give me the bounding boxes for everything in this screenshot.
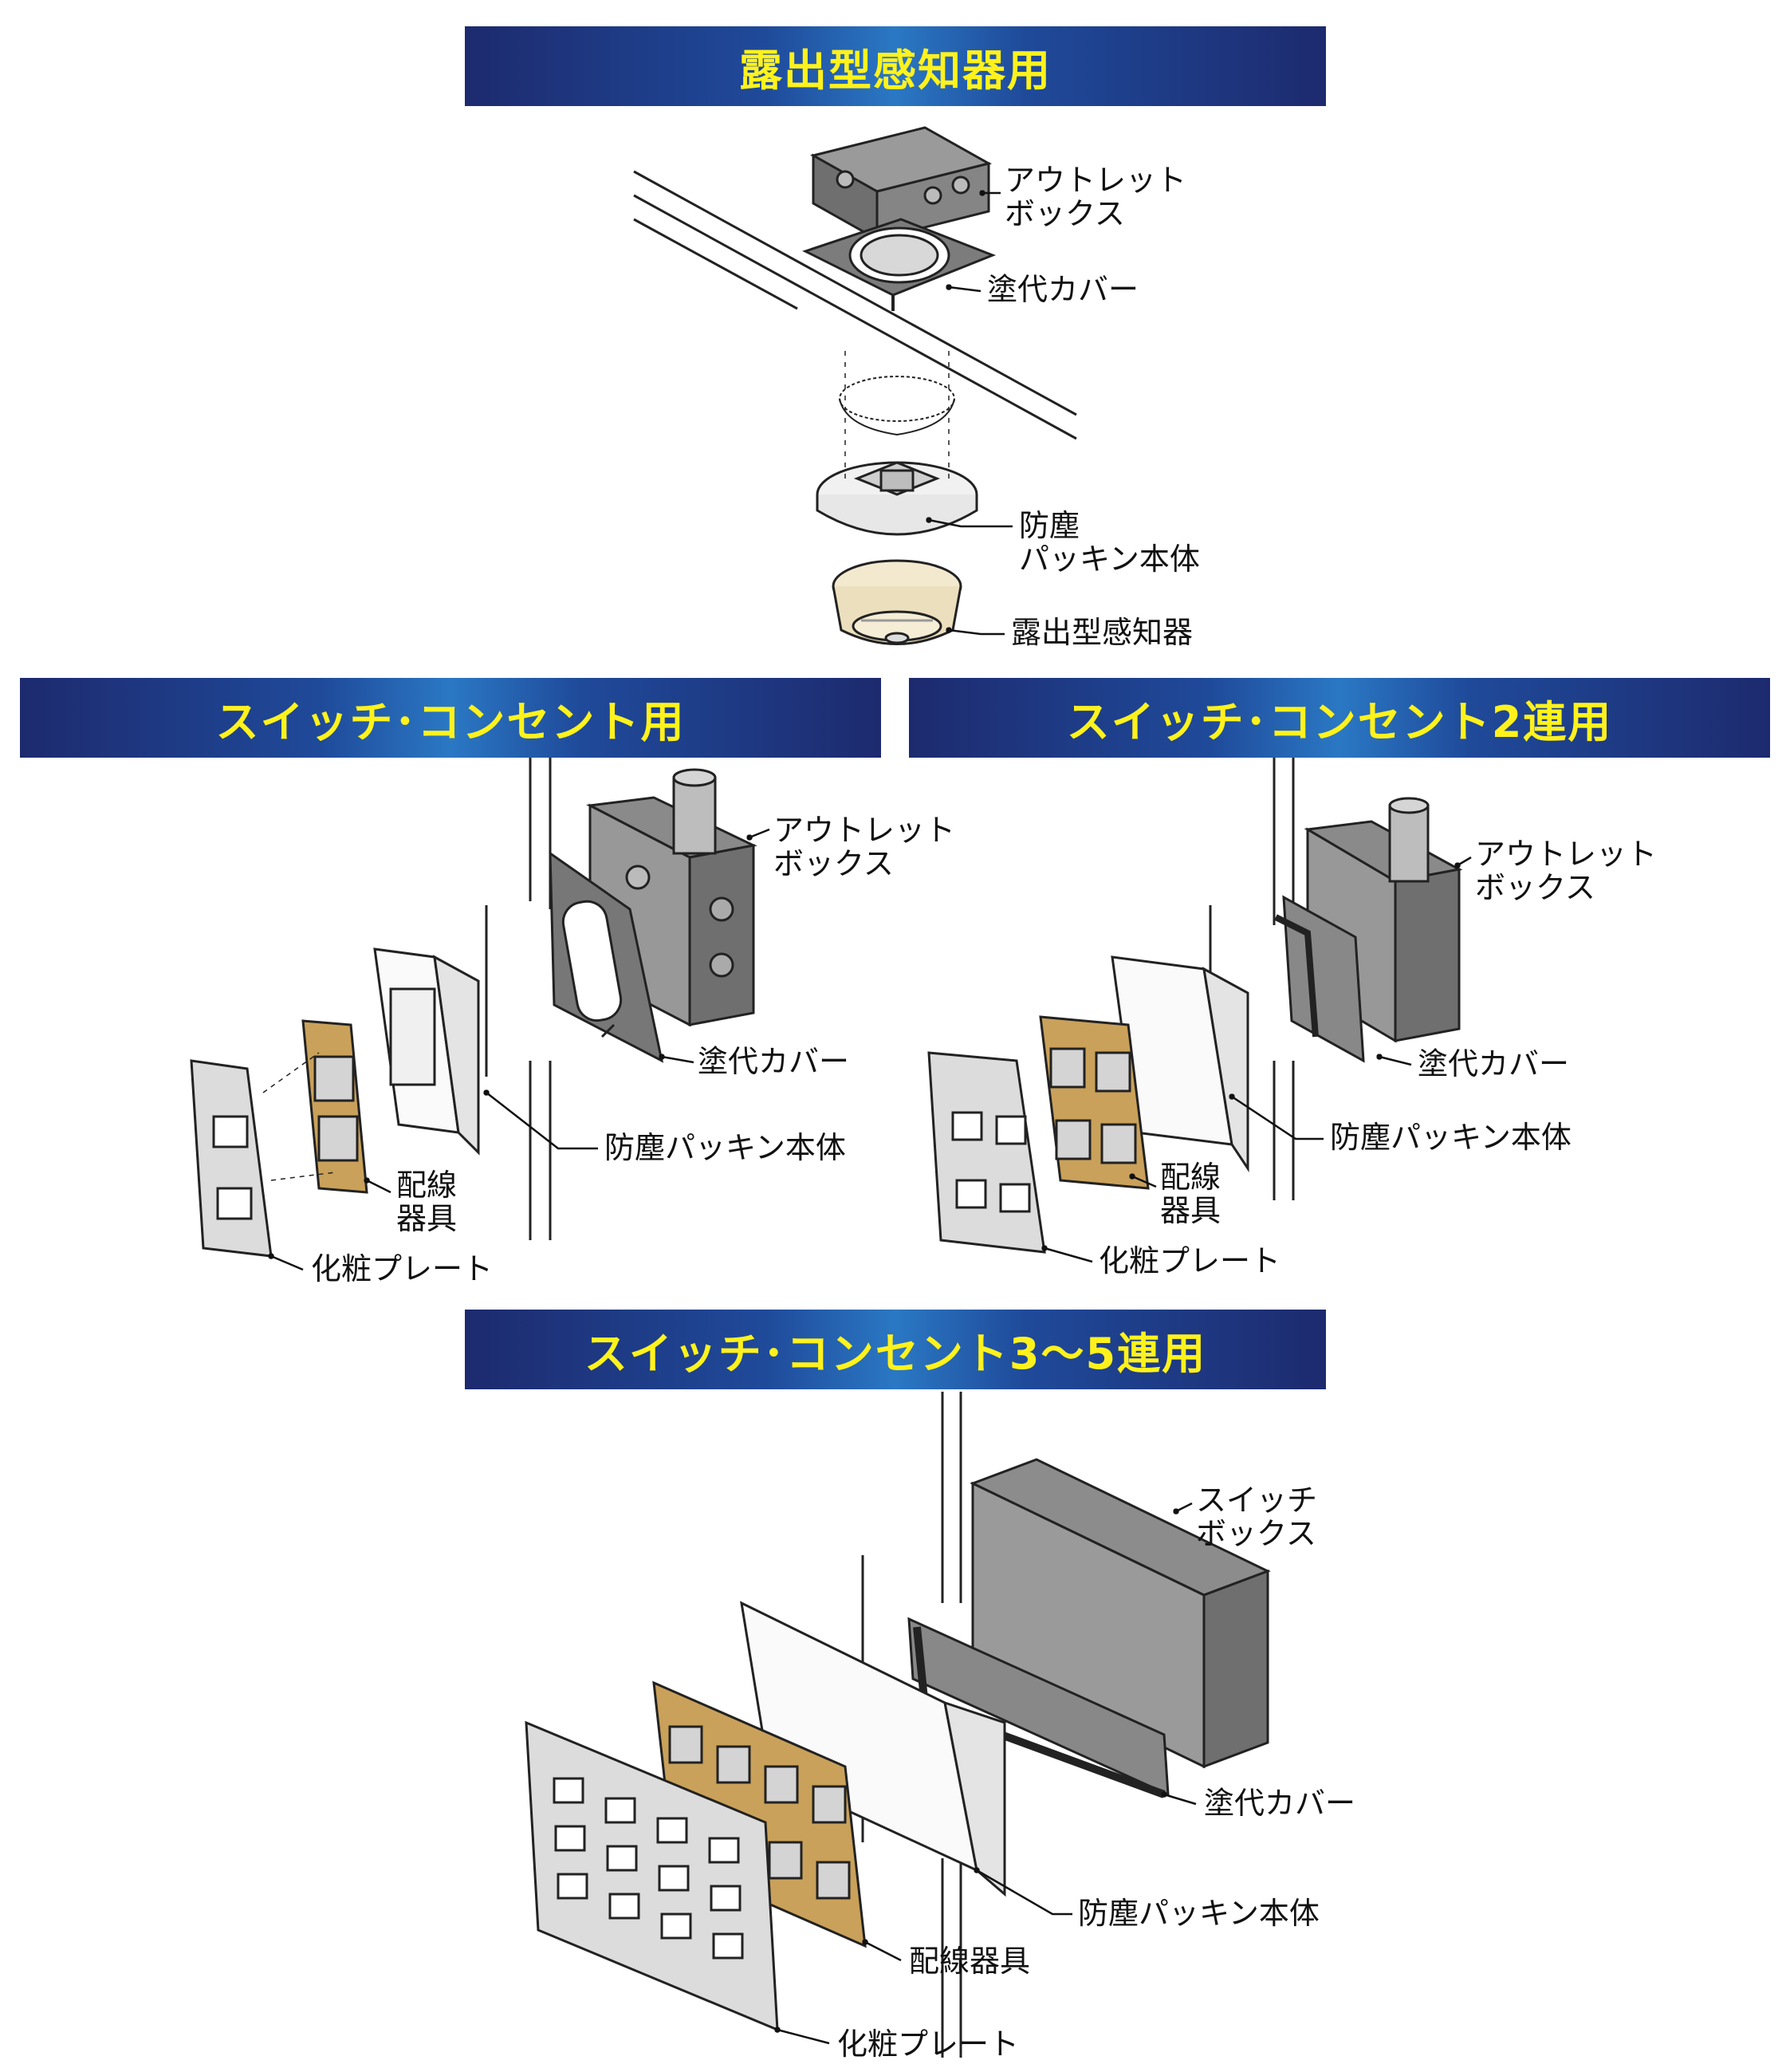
label-packing: 防塵 パッキン本体	[1019, 508, 1200, 577]
cosmetic-plate-large	[525, 1720, 779, 2032]
exposed-sensor-diagram	[633, 126, 1077, 645]
switch-outlet-2gang-diagram	[927, 758, 1463, 1254]
packing-2gang	[1111, 955, 1249, 1172]
label-plate: 化粧プレート	[1099, 1243, 1281, 1278]
label-cover: 塗代カバー	[1204, 1786, 1356, 1821]
banner-switch-outlet-2gang: スイッチ･コンセント2連用	[909, 678, 1770, 758]
banner-title: スイッチ･コンセント用	[215, 696, 686, 747]
label-packing: 防塵パッキン本体	[604, 1130, 846, 1165]
label-outlet-box: アウトレット ボックス	[1005, 163, 1187, 231]
switch-outlet-diagram	[190, 758, 757, 1258]
banner-switch-outlet: スイッチ･コンセント用	[20, 678, 881, 758]
label-wiring: 配線 器具	[1160, 1160, 1221, 1228]
banner-title: スイッチ･コンセント2連用	[1066, 696, 1613, 747]
wiring-device-large	[652, 1680, 867, 1948]
cosmetic-plate-1gang	[190, 1059, 273, 1258]
label-cover: 塗代カバー	[987, 272, 1139, 307]
cover-2gang	[1274, 895, 1365, 1063]
label-wiring: 配線器具	[909, 1944, 1031, 1979]
label-cover: 塗代カバー	[698, 1044, 850, 1079]
wiring-device-1gang	[301, 1019, 368, 1194]
banner-title: スイッチ･コンセント3～5連用	[584, 1328, 1207, 1379]
switch-box-large	[970, 1458, 1271, 1769]
cover-1gang	[549, 851, 664, 1063]
label-outlet-box: アウトレット ボックス	[1475, 837, 1658, 905]
cover-plate-top	[802, 218, 997, 311]
banner-switch-outlet-3to5gang: スイッチ･コンセント3～5連用	[465, 1310, 1326, 1389]
packing-large	[740, 1601, 1006, 1897]
label-plate: 化粧プレート	[311, 1251, 494, 1286]
label-packing: 防塵パッキン本体	[1330, 1120, 1572, 1155]
label-wiring: 配線 器具	[396, 1168, 458, 1236]
label-packing: 防塵パッキン本体	[1078, 1896, 1320, 1931]
packing-body-top	[816, 461, 978, 536]
label-outlet-box: アウトレット ボックス	[773, 813, 956, 881]
label-plate: 化粧プレート	[837, 2027, 1020, 2062]
label-switch-box: スイッチ ボックス	[1196, 1483, 1318, 1551]
cosmetic-plate-2gang	[927, 1051, 1046, 1254]
switch-outlet-3to5gang-diagram	[525, 1392, 1271, 2058]
wiring-device-2gang	[1039, 1015, 1150, 1190]
packing-1gang	[373, 947, 480, 1156]
exposed-sensor	[832, 559, 962, 645]
label-cover: 塗代カバー	[1418, 1046, 1570, 1081]
banner-title: 露出型感知器用	[739, 45, 1052, 96]
label-sensor: 露出型感知器	[1011, 615, 1194, 650]
banner-exposed-sensor: 露出型感知器用	[465, 26, 1326, 106]
